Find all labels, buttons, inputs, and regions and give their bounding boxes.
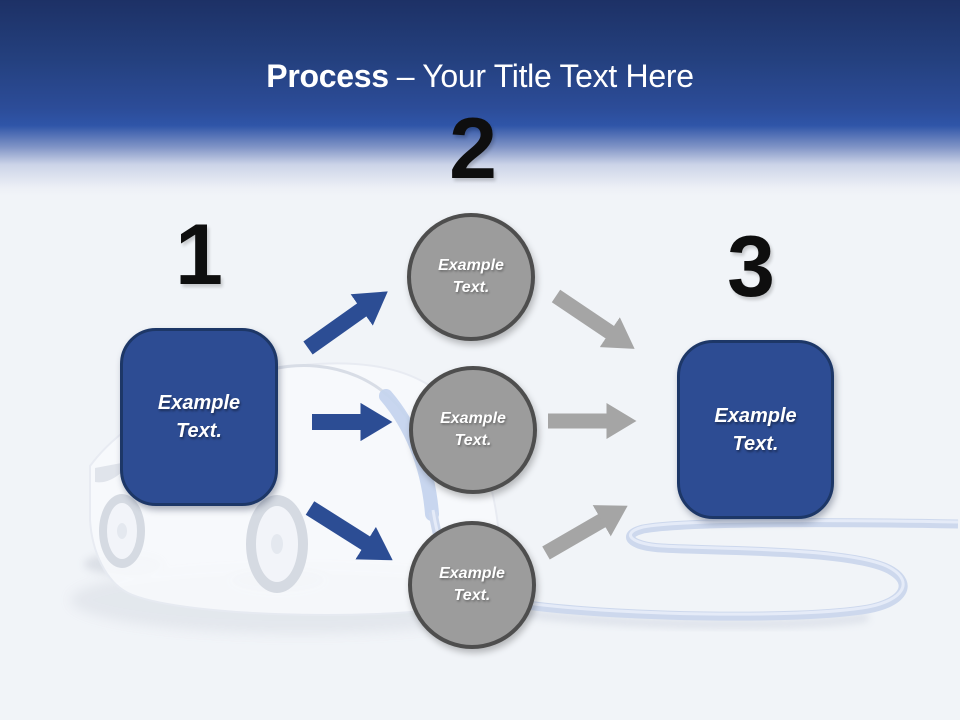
gray-arrows: [542, 289, 637, 560]
step2-circle-3: Example Text.: [408, 521, 536, 649]
step3-box-label-line1: Example: [714, 404, 797, 427]
circle2-label-line1: Example: [440, 410, 506, 427]
arrow-circle1-to-box3-icon: [551, 289, 635, 349]
step-number-3: 3: [727, 219, 775, 315]
circle1-label-line1: Example: [438, 257, 504, 274]
step1-box: Example Text.: [120, 328, 278, 506]
circle1-label-line2: Text.: [452, 279, 490, 296]
step2-circle-1: Example Text.: [407, 213, 535, 341]
page-title: Process– Your Title Text Here: [0, 56, 960, 96]
rear-wheel: [246, 495, 308, 593]
arrow-box1-to-circle3-icon: [305, 501, 393, 561]
title-rest: – Your Title Text Here: [396, 58, 694, 94]
arrow-box1-to-circle1-icon: [303, 291, 388, 355]
title-emphasis: Process: [266, 58, 389, 94]
circle2-label-line2: Text.: [454, 432, 492, 449]
blue-arrows: [303, 291, 393, 561]
step1-box-label-line1: Example: [157, 392, 241, 414]
step2-circle-2: Example Text.: [409, 366, 537, 494]
step3-box-label-line2: Text.: [732, 432, 779, 455]
step-number-2: 2: [449, 101, 497, 197]
step1-box-label-line2: Text.: [176, 420, 222, 442]
slide-header: [0, 0, 960, 196]
circle3-label-line2: Text.: [453, 587, 491, 604]
circle3-label-line1: Example: [439, 565, 505, 582]
step-number-1: 1: [175, 207, 223, 303]
arrow-circle3-to-box3-icon: [542, 505, 628, 560]
front-wheel: [99, 494, 145, 568]
step3-box: Example Text.: [677, 340, 834, 519]
